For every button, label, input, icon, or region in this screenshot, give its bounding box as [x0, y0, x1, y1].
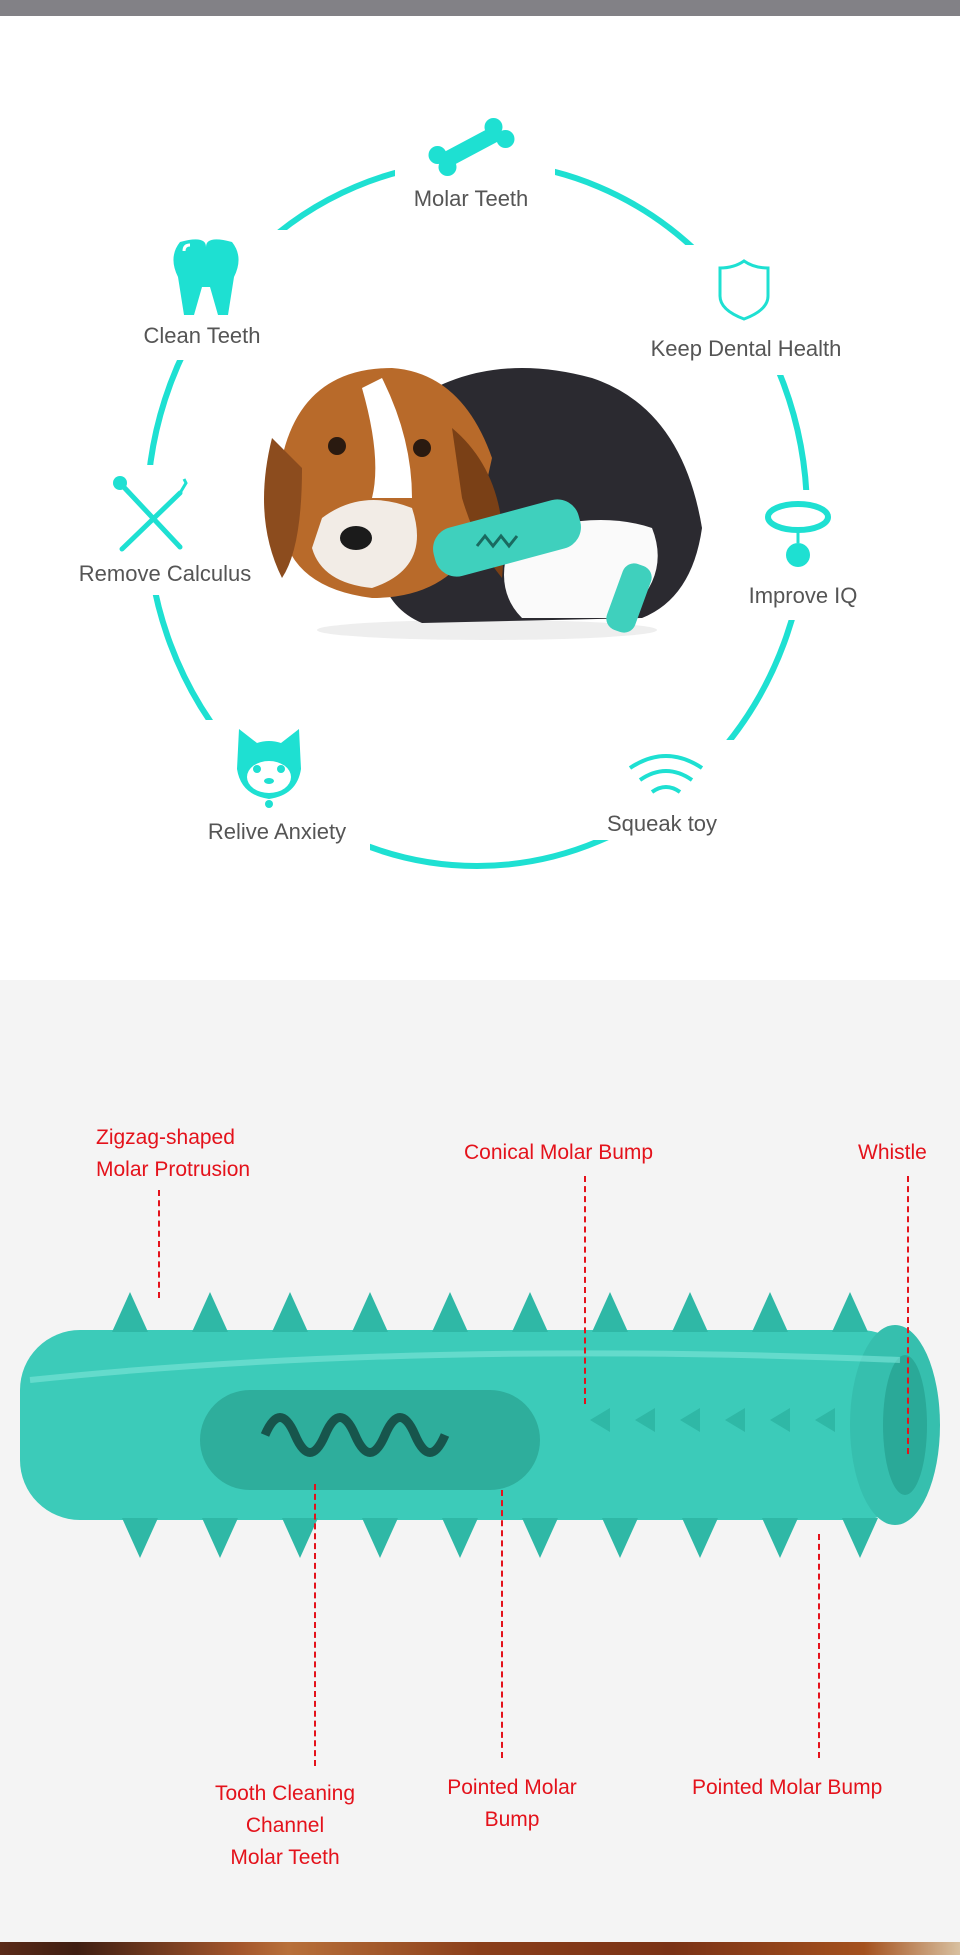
zigzag-line-2: Molar Protrusion — [96, 1158, 251, 1181]
callout-line-conical — [584, 1176, 586, 1404]
shield-icon — [718, 259, 770, 321]
dental-tools-icon — [113, 476, 188, 552]
feature-label-channel: Tooth Cleaning Channel Molar Teeth — [215, 1778, 355, 1874]
bone-icon — [428, 118, 515, 176]
conical-bump — [770, 1408, 790, 1432]
feature-label-zigzag: Zigzag-shaped Molar Protrusion — [96, 1122, 250, 1186]
molar-spike — [512, 1292, 548, 1332]
dog-chewing-toy-photo — [264, 368, 702, 640]
molar-spike — [272, 1292, 308, 1332]
feature-label-conical: Conical Molar Bump — [464, 1141, 654, 1164]
next-image-strip — [0, 1942, 960, 1955]
benefit-label-remove-calculus: Remove Calculus — [78, 561, 252, 586]
molar-spike — [762, 1518, 798, 1558]
zigzag-line-1: Zigzag-shaped — [96, 1126, 235, 1149]
sound-waves-icon — [628, 754, 704, 794]
callout-line-whistle — [907, 1176, 909, 1454]
feature-label-pointed-2: Pointed Molar Bump — [692, 1776, 883, 1799]
benefit-label-clean-teeth: Clean Teeth — [143, 323, 261, 348]
molar-spike — [842, 1518, 878, 1558]
molar-spike — [592, 1292, 628, 1332]
top-bar — [0, 0, 960, 16]
pointed1-line-1: Pointed Molar — [447, 1776, 577, 1799]
callout-line-pointed-1 — [501, 1490, 503, 1758]
callout-line-channel — [314, 1484, 316, 1766]
benefit-label-keep-dental-health: Keep Dental Health — [650, 336, 842, 361]
benefit-label-relive-anxiety: Relive Anxiety — [207, 819, 347, 844]
benefit-label-molar-teeth: Molar Teeth — [413, 186, 529, 211]
conical-bump — [635, 1408, 655, 1432]
molar-spike — [682, 1518, 718, 1558]
conical-bump — [725, 1408, 745, 1432]
molar-spike — [832, 1292, 868, 1332]
benefits-ring — [144, 159, 810, 869]
molar-spike — [202, 1518, 238, 1558]
molar-spike — [192, 1292, 228, 1332]
molar-spike — [122, 1518, 158, 1558]
channel-line-2: Channel — [245, 1814, 325, 1837]
pointed1-line-2: Bump — [484, 1808, 540, 1831]
chew-toy-photo — [20, 1292, 940, 1558]
benefit-label-squeak-toy: Squeak toy — [606, 811, 718, 836]
callout-line-pointed-2 — [818, 1534, 820, 1758]
molar-spike — [432, 1292, 468, 1332]
molar-spike — [752, 1292, 788, 1332]
channel-line-3: Molar Teeth — [230, 1846, 340, 1869]
benefit-label-improve-iq: Improve IQ — [748, 583, 858, 608]
molar-spike — [112, 1292, 148, 1332]
feature-label-whistle: Whistle — [858, 1141, 927, 1164]
tooth-icon — [173, 239, 239, 315]
conical-bump — [590, 1408, 610, 1432]
molar-spike — [282, 1518, 318, 1558]
collar-icon — [765, 501, 831, 567]
molar-spike — [442, 1518, 478, 1558]
channel-line-1: Tooth Cleaning — [214, 1782, 356, 1805]
molar-spike — [352, 1292, 388, 1332]
molar-spike — [362, 1518, 398, 1558]
shiba-face-icon — [237, 729, 301, 808]
molar-spike — [602, 1518, 638, 1558]
conical-bump — [815, 1408, 835, 1432]
molar-spike — [522, 1518, 558, 1558]
callout-line-zigzag — [158, 1190, 160, 1298]
molar-spike — [672, 1292, 708, 1332]
feature-label-pointed-1: Pointed Molar Bump — [447, 1772, 577, 1836]
conical-bump — [680, 1408, 700, 1432]
